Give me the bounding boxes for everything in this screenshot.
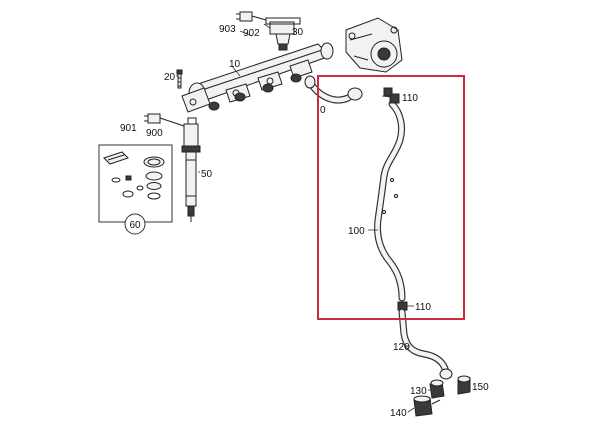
injector xyxy=(181,117,201,222)
callout-50: 50 xyxy=(201,169,213,180)
rail-pump-line xyxy=(304,75,363,104)
callout-903: 903 xyxy=(219,24,236,35)
callout-10: 10 xyxy=(229,59,241,70)
callout-120: 120 xyxy=(393,342,410,353)
fuel-rail xyxy=(181,42,334,113)
callout-110-top: 110 xyxy=(402,93,418,104)
callout-130: 130 xyxy=(410,386,427,397)
callout-100: 100 xyxy=(348,226,365,237)
leader-lines xyxy=(176,23,470,413)
pressure-sensor xyxy=(265,17,301,51)
seal-kit xyxy=(98,144,173,223)
callout-110-bottom: 110 xyxy=(415,302,431,313)
connector-902 xyxy=(236,11,267,22)
callout-900: 900 xyxy=(146,128,163,139)
fuel-line-lower xyxy=(398,308,453,380)
highlight-frame xyxy=(317,75,465,320)
callout-60: 60 xyxy=(129,220,141,231)
callout-902: 902 xyxy=(243,28,260,39)
high-pressure-pump xyxy=(345,17,403,97)
fuel-line xyxy=(374,100,406,302)
fitting-150 xyxy=(457,375,471,395)
callout-140: 140 xyxy=(390,408,407,419)
callout-901: 901 xyxy=(120,123,137,134)
callout-60-circle: 60 xyxy=(124,213,146,235)
callout-labels: 903 902 30 20 10 901 900 0 110 50 60 100… xyxy=(120,24,489,419)
connector-900 xyxy=(144,113,185,127)
fitting-130 xyxy=(429,379,445,399)
clip-110-top xyxy=(389,93,400,104)
callout-20: 20 xyxy=(164,72,176,83)
callout-150: 150 xyxy=(472,382,489,393)
bolt xyxy=(176,69,183,89)
fitting-140 xyxy=(413,395,441,417)
callout-30: 30 xyxy=(292,27,304,38)
callout-0: 0 xyxy=(320,105,326,116)
